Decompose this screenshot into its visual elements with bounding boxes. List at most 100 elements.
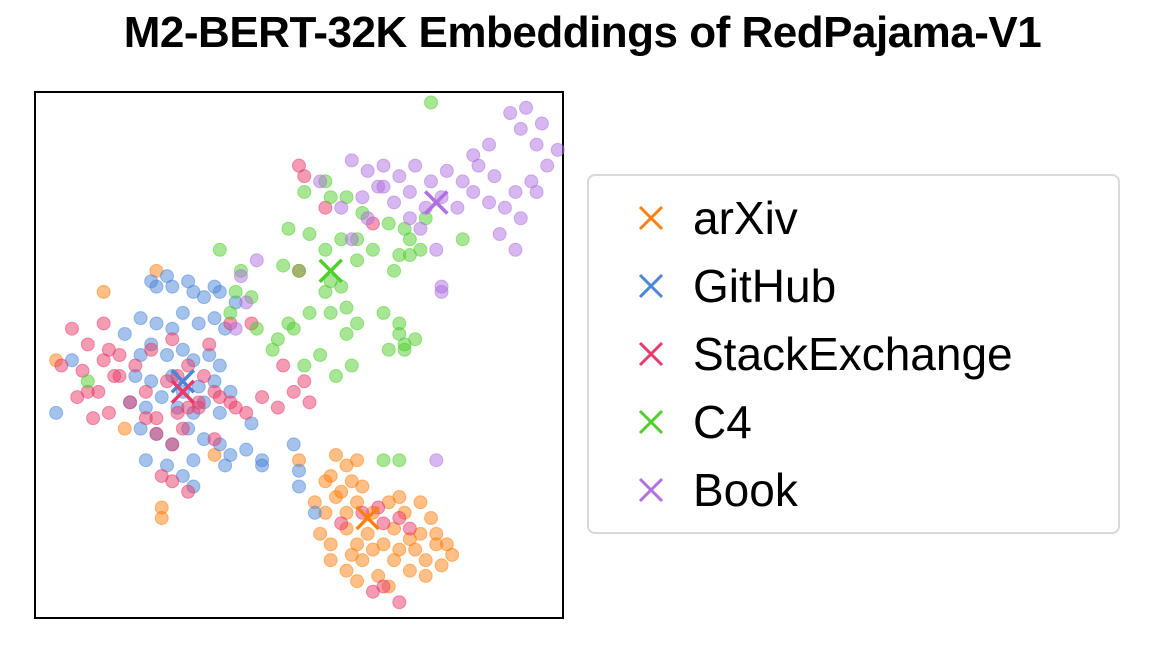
book-point (424, 174, 438, 189)
book-point (402, 211, 417, 226)
arxiv-point (339, 458, 354, 473)
c4-point (455, 232, 470, 247)
book-centroid-marker (424, 190, 449, 215)
arxiv-point (365, 542, 380, 557)
arxiv-point (323, 468, 338, 483)
arxiv-point (344, 547, 359, 562)
arxiv-point (418, 553, 433, 568)
arxiv-point (424, 511, 438, 526)
stackexchange-point (181, 484, 196, 499)
stackexchange-point (255, 390, 270, 405)
github-point (165, 279, 180, 294)
github-point (196, 290, 211, 305)
github-point (186, 453, 201, 468)
github-point (175, 305, 190, 320)
arxiv-point (360, 526, 375, 541)
arxiv-point (429, 526, 444, 541)
c4-point (339, 326, 354, 341)
github-point (239, 442, 254, 457)
legend-item-arxiv: arXiv (637, 188, 798, 248)
book-point (239, 295, 254, 310)
arxiv-centroid-marker (355, 505, 380, 531)
book-point (344, 153, 359, 168)
arxiv-point (350, 574, 365, 589)
arxiv-point (408, 542, 423, 557)
c4-point (265, 342, 280, 357)
stackexchange-point (376, 579, 391, 594)
c4-point (292, 263, 306, 278)
legend: arXiv GitHub StackExchange C4 Book (587, 174, 1120, 534)
book-point (466, 184, 481, 199)
stackexchange-point (123, 395, 138, 410)
arxiv-point (339, 563, 354, 578)
stackexchange-point (334, 516, 349, 531)
c4-point (350, 316, 365, 331)
book-point (429, 242, 444, 257)
c4-point (318, 242, 333, 257)
stackexchange-point (96, 316, 111, 331)
c4-point (281, 221, 296, 236)
stackexchange-point (286, 384, 301, 399)
legend-label-c4: C4 (693, 396, 752, 448)
stackexchange-point (302, 395, 317, 410)
c4-point (392, 248, 407, 263)
legend-label-github: GitHub (693, 260, 837, 312)
c4-point (297, 358, 312, 373)
arxiv-point (413, 495, 428, 510)
c4-point (381, 216, 396, 231)
legend-marker-c4 (638, 409, 664, 435)
arxiv-point (434, 558, 449, 573)
book-point (360, 211, 375, 226)
c4-centroid-marker (318, 258, 343, 284)
stackexchange-point (165, 437, 180, 452)
c4-point (339, 300, 354, 315)
legend-marker-stackexchange (638, 341, 664, 367)
book-point (376, 158, 391, 173)
book-point (392, 169, 407, 184)
book-point (550, 142, 565, 157)
c4-point (376, 453, 391, 468)
book-point (529, 184, 544, 199)
stackexchange-point (112, 369, 127, 384)
legend-label-book: Book (693, 464, 798, 516)
c4-point (212, 242, 227, 257)
book-point (249, 253, 264, 268)
github-point (149, 316, 164, 331)
arxiv-point (323, 537, 338, 552)
stackexchange-point (101, 342, 116, 357)
stackexchange-point (144, 342, 159, 357)
book-point (508, 242, 523, 257)
legend-label-arxiv: arXiv (693, 192, 798, 244)
points-layer (49, 95, 565, 610)
stackexchange-point (207, 432, 222, 447)
arxiv-point (117, 421, 132, 436)
stackexchange-point (376, 516, 391, 531)
book-point (313, 174, 328, 189)
c4-point (297, 184, 312, 199)
stackexchange-point (86, 411, 101, 426)
book-point (408, 158, 423, 173)
c4-point (381, 342, 396, 357)
c4-point (408, 332, 423, 347)
stackexchange-point (80, 337, 95, 352)
stackexchange-point (101, 405, 116, 420)
legend-marker-github (638, 273, 664, 299)
c4-point (392, 316, 407, 331)
c4-point (350, 253, 365, 268)
github-point (49, 405, 64, 420)
github-point (212, 284, 227, 299)
c4-point (402, 232, 417, 247)
c4-point (344, 358, 359, 373)
c4-point (323, 305, 338, 320)
stackexchange-point (149, 411, 164, 426)
c4-point (392, 453, 407, 468)
stackexchange-point (276, 358, 291, 373)
book-point (360, 163, 375, 178)
github-point (286, 437, 301, 452)
c4-point (286, 321, 301, 336)
arxiv-point (328, 447, 343, 462)
book-point (402, 184, 417, 199)
book-point (439, 163, 454, 178)
arxiv-point (402, 563, 417, 578)
c4-point (302, 305, 317, 320)
